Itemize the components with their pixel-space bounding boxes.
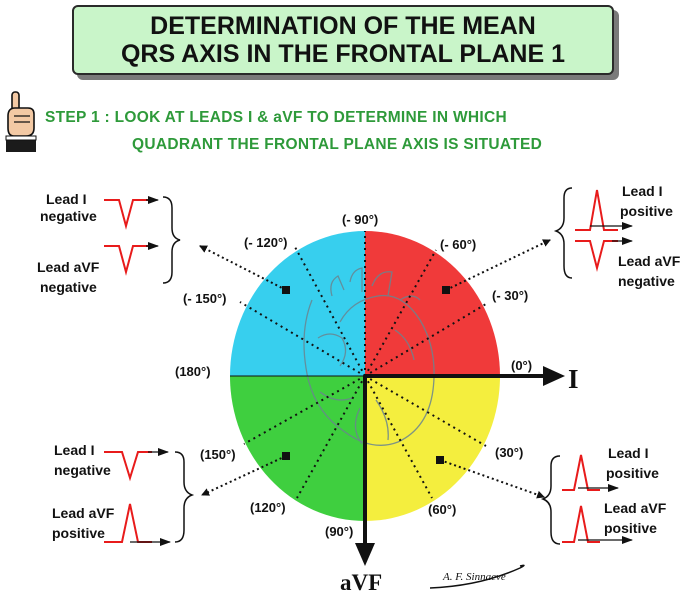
ul-lead2-waveform — [104, 245, 148, 276]
title-box: DETERMINATION OF THE MEAN QRS AXIS IN TH… — [72, 5, 614, 75]
lead-i-axis-label: I — [568, 364, 579, 394]
angle-label-60: (60°) — [428, 502, 456, 517]
ul-lead1-state: negative — [40, 208, 97, 224]
ll-lead1-waveform — [104, 451, 152, 482]
quadrant-box-lower-right: Lead I positive Lead aVF positive — [540, 445, 667, 545]
step-instruction-line-1: STEP 1 : LOOK AT LEADS I & aVF TO DETERM… — [45, 109, 507, 126]
ll-lead1-name: Lead I — [54, 442, 94, 458]
angle-label-minus-90: (- 90°) — [342, 212, 378, 227]
angle-label-150: (150°) — [200, 447, 236, 462]
step-instruction-line-2: QUADRANT THE FRONTAL PLANE AXIS IS SITUA… — [132, 136, 543, 153]
angle-label-minus-150: (- 150°) — [183, 291, 227, 306]
quadrant-arrows — [199, 239, 551, 499]
pointing-finger-icon — [5, 91, 37, 152]
quadrant-box-upper-left: Lead I negative Lead aVF negative — [37, 191, 181, 295]
quadrant-upper-right — [365, 231, 500, 376]
angle-label-120: (120°) — [250, 500, 286, 515]
quadrant-box-lower-left: Lead I negative Lead aVF positive — [52, 442, 195, 546]
quadrant-upper-left — [230, 231, 365, 376]
ur-lead2-waveform — [575, 240, 618, 272]
angle-label-180: (180°) — [175, 364, 211, 379]
ul-lead2-state: negative — [40, 279, 97, 295]
ur-lead2-state: negative — [618, 273, 675, 289]
ul-lead1-waveform — [104, 199, 148, 230]
angle-label-0: (0°) — [511, 358, 532, 373]
angle-label-90: (90°) — [325, 524, 353, 539]
angle-lines — [239, 231, 487, 499]
axis-lines — [230, 366, 565, 566]
lr-lead2-state: positive — [604, 520, 657, 536]
angle-label-30: (30°) — [495, 445, 523, 460]
angle-label-minus-60: (- 60°) — [440, 237, 476, 252]
ll-brace — [174, 451, 195, 543]
heart-outline — [303, 267, 435, 446]
quadrant-markers — [282, 286, 450, 464]
angle-label-minus-30: (- 30°) — [492, 288, 528, 303]
ur-brace — [553, 187, 573, 279]
ur-lead1-waveform — [575, 189, 618, 231]
signature-text: A. F. Sinnaeve — [442, 571, 506, 583]
ur-lead2-name: Lead aVF — [618, 253, 681, 269]
lr-lead2-waveform — [562, 505, 600, 543]
angle-labels: (- 90°) (- 120°) (- 60°) (- 150°) (- 30°… — [175, 212, 532, 539]
ul-lead2-name: Lead aVF — [37, 259, 100, 275]
quadrant-lower-right — [365, 376, 500, 521]
quadrant-lower-left — [230, 376, 365, 521]
lr-lead1-waveform — [562, 454, 600, 491]
avf-arrowhead — [355, 543, 375, 566]
lr-brace — [540, 455, 561, 545]
lr-lead1-state: positive — [606, 465, 659, 481]
title-line-2: QRS AXIS IN THE FRONTAL PLANE 1 — [120, 40, 566, 68]
angle-label-minus-120: (- 120°) — [244, 235, 288, 250]
ul-lead1-name: Lead I — [46, 191, 86, 207]
avf-axis-label: aVF — [340, 570, 382, 595]
ll-lead2-name: Lead aVF — [52, 505, 115, 521]
title-line-1: DETERMINATION OF THE MEAN — [150, 12, 536, 40]
lr-lead1-name: Lead I — [608, 445, 648, 461]
lr-lead2-name: Lead aVF — [604, 500, 667, 516]
ur-lead1-name: Lead I — [622, 183, 662, 199]
ll-lead2-state: positive — [52, 525, 105, 541]
lead-i-arrowhead — [543, 366, 565, 386]
ll-lead1-state: negative — [54, 462, 111, 478]
quadrant-circle — [230, 231, 500, 521]
ur-lead1-state: positive — [620, 203, 673, 219]
ul-brace — [162, 196, 181, 284]
quadrant-box-upper-right: Lead I positive Lead aVF negative — [553, 183, 681, 289]
author-signature: A. F. Sinnaeve — [429, 564, 525, 589]
